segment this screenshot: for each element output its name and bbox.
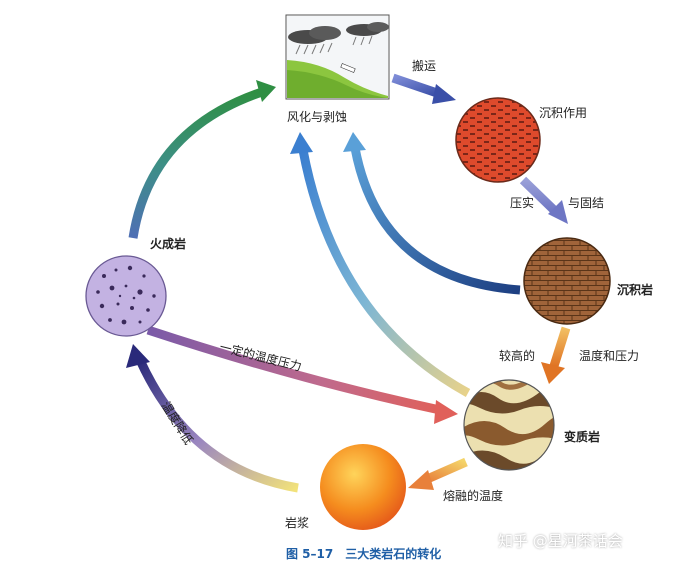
figure-caption: 图 5–17 三大类岩石的转化 bbox=[286, 547, 442, 561]
label-higher: 较高的 bbox=[499, 349, 536, 363]
arrow-igneous-to-weathering bbox=[128, 80, 276, 239]
label-igneous: 火成岩 bbox=[150, 237, 187, 251]
watermark: 知乎 @星河茶话会 bbox=[498, 532, 623, 550]
arrow-transport bbox=[391, 73, 456, 104]
magma-circle bbox=[320, 444, 406, 530]
arrow-compaction bbox=[519, 176, 568, 224]
label-metamorphic: 变质岩 bbox=[564, 430, 601, 444]
label-melt-temp: 熔融的温度 bbox=[443, 489, 504, 503]
label-weathering: 风化与剥蚀 bbox=[287, 110, 348, 124]
label-transport: 搬运 bbox=[412, 59, 437, 73]
label-temp-pressure: 温度和压力 bbox=[579, 349, 640, 363]
arrow-metamorphic-to-weathering bbox=[290, 132, 471, 397]
label-deposition: 沉积作用 bbox=[539, 106, 588, 120]
arrow-melting bbox=[408, 457, 468, 490]
label-sedimentary: 沉积岩 bbox=[617, 283, 654, 297]
arrow-cooling bbox=[126, 344, 299, 493]
weathering-picture bbox=[285, 14, 390, 100]
arrow-sedimentary-to-weathering bbox=[343, 132, 521, 295]
sedimentary-circle bbox=[523, 237, 611, 325]
label-compaction: 压实 bbox=[510, 196, 535, 210]
deposition-circle bbox=[455, 97, 541, 183]
igneous-circle bbox=[85, 255, 167, 337]
label-cementation: 与固结 bbox=[568, 196, 605, 210]
label-magma: 岩浆 bbox=[285, 516, 310, 530]
arrow-temp-pressure bbox=[541, 326, 571, 384]
arrow-igneous-to-metamorphic bbox=[146, 325, 458, 424]
